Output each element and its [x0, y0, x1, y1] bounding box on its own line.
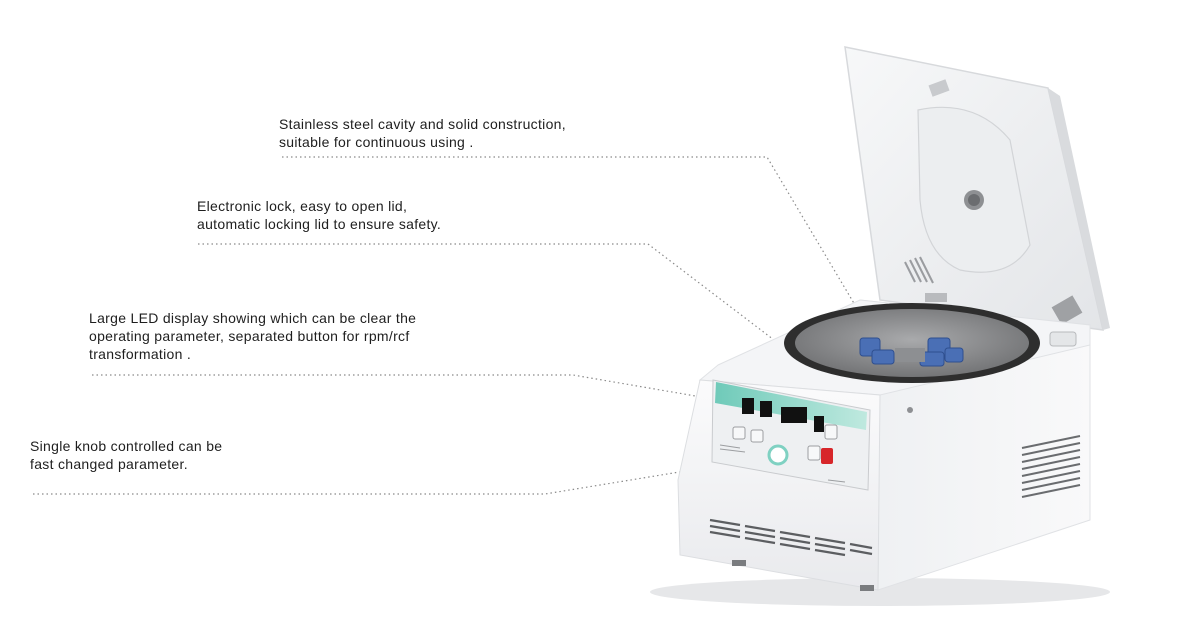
side-vents — [1021, 435, 1081, 498]
ground-shadow — [650, 578, 1110, 606]
lid-latch — [1049, 331, 1077, 347]
control-panel — [711, 379, 871, 491]
led-display-small — [814, 416, 824, 432]
stainless-cavity — [784, 303, 1040, 383]
callout-line: Electronic lock, easy to open lid, — [197, 198, 408, 214]
callout-line: operating parameter, separated button fo… — [89, 328, 410, 344]
led-display-small — [760, 401, 772, 417]
callout-display-text: Large LED display showing which can be c… — [89, 309, 416, 363]
led-display-main — [781, 407, 807, 423]
open-lid — [844, 46, 1110, 331]
panel-button — [824, 424, 838, 440]
panel-button — [807, 445, 821, 461]
callout-line: automatic locking lid to ensure safety. — [197, 216, 442, 232]
callout-line: Stainless steel cavity and solid constru… — [279, 116, 566, 132]
callout-stainless-text: Stainless steel cavity and solid constru… — [279, 115, 566, 151]
leader-stainless — [282, 156, 856, 306]
control-knob — [767, 444, 789, 466]
foot — [860, 585, 874, 591]
callout-line: fast changed parameter. — [30, 456, 188, 472]
panel-button — [750, 429, 764, 443]
callout-line: Single knob controlled can be — [30, 438, 223, 454]
panel-button — [732, 426, 746, 440]
stop-button — [821, 448, 833, 464]
foot — [732, 560, 746, 566]
side-screw — [907, 407, 913, 413]
led-display-small — [742, 398, 754, 414]
callout-line: suitable for continuous using . — [279, 134, 474, 150]
callout-line: Large LED display showing which can be c… — [89, 310, 417, 326]
leader-lock — [198, 243, 821, 376]
front-vents — [709, 518, 873, 557]
callout-lock-text: Electronic lock, easy to open lid, autom… — [197, 197, 441, 233]
callout-knob-text: Single knob controlled can be fast chang… — [30, 437, 222, 473]
leader-display — [92, 374, 749, 406]
callout-line: transformation . — [89, 346, 192, 362]
